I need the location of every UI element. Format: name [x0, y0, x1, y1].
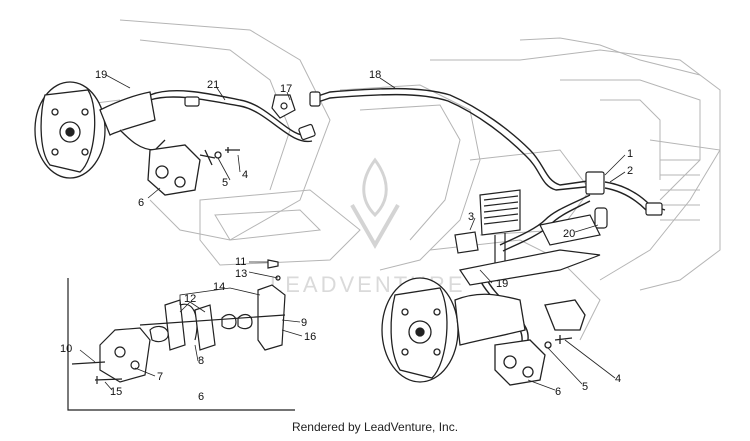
callout-3: 3: [468, 211, 474, 223]
callout-15: 15: [110, 386, 122, 398]
lower-right-wheel-hub: [381, 277, 586, 383]
brake-line-21: [149, 90, 311, 137]
callout-14: 14: [213, 281, 225, 293]
callout-labels: 19 21 17 18 1 2 3 20 5 4 6 11 13 14 12 9…: [60, 69, 633, 403]
callout-19-lower: 19: [496, 278, 508, 290]
brake-line-front: [499, 194, 591, 246]
callout-19-upper: 19: [95, 69, 107, 81]
lower-right-brake-caliper: [494, 335, 573, 386]
footer-credit: Rendered by LeadVenture, Inc.: [291, 420, 459, 434]
callout-17: 17: [280, 83, 292, 95]
callout-10: 10: [60, 343, 72, 355]
brake-system-exploded-diagram: LEADVENTURE: [34, 19, 721, 411]
callout-leader-lines: [79, 74, 626, 391]
watermark-logo: LEADVENTURE: [270, 157, 463, 297]
callout-11: 11: [235, 256, 246, 268]
callout-1: 1: [627, 148, 633, 160]
callout-6-box: 6: [198, 391, 204, 403]
callout-5-lower: 5: [582, 381, 588, 393]
vehicle-frame-background: [39, 19, 721, 341]
caliper-exploded-view: [67, 259, 295, 411]
upper-left-brake-caliper: [147, 144, 240, 196]
line-fittings: [184, 91, 663, 229]
callout-6-upper: 6: [138, 197, 144, 209]
callout-13: 13: [235, 268, 247, 280]
callout-12: 12: [184, 293, 196, 305]
callout-4-upper: 4: [242, 169, 248, 181]
brake-junction-17: [271, 94, 296, 119]
callout-16: 16: [304, 331, 316, 343]
callout-7: 7: [157, 371, 163, 383]
callout-21: 21: [207, 79, 219, 91]
callout-6-lower: 6: [555, 386, 561, 398]
shock-absorber: [454, 189, 601, 286]
upper-left-wheel-hub: [34, 81, 166, 179]
callout-4-lower: 4: [615, 373, 621, 385]
callout-5-upper: 5: [222, 177, 228, 189]
callout-9: 9: [301, 317, 307, 329]
callout-18: 18: [369, 69, 381, 81]
callout-8: 8: [198, 355, 204, 367]
callout-20: 20: [563, 228, 575, 240]
callout-2: 2: [627, 165, 633, 177]
brake-line-18: [314, 87, 596, 186]
